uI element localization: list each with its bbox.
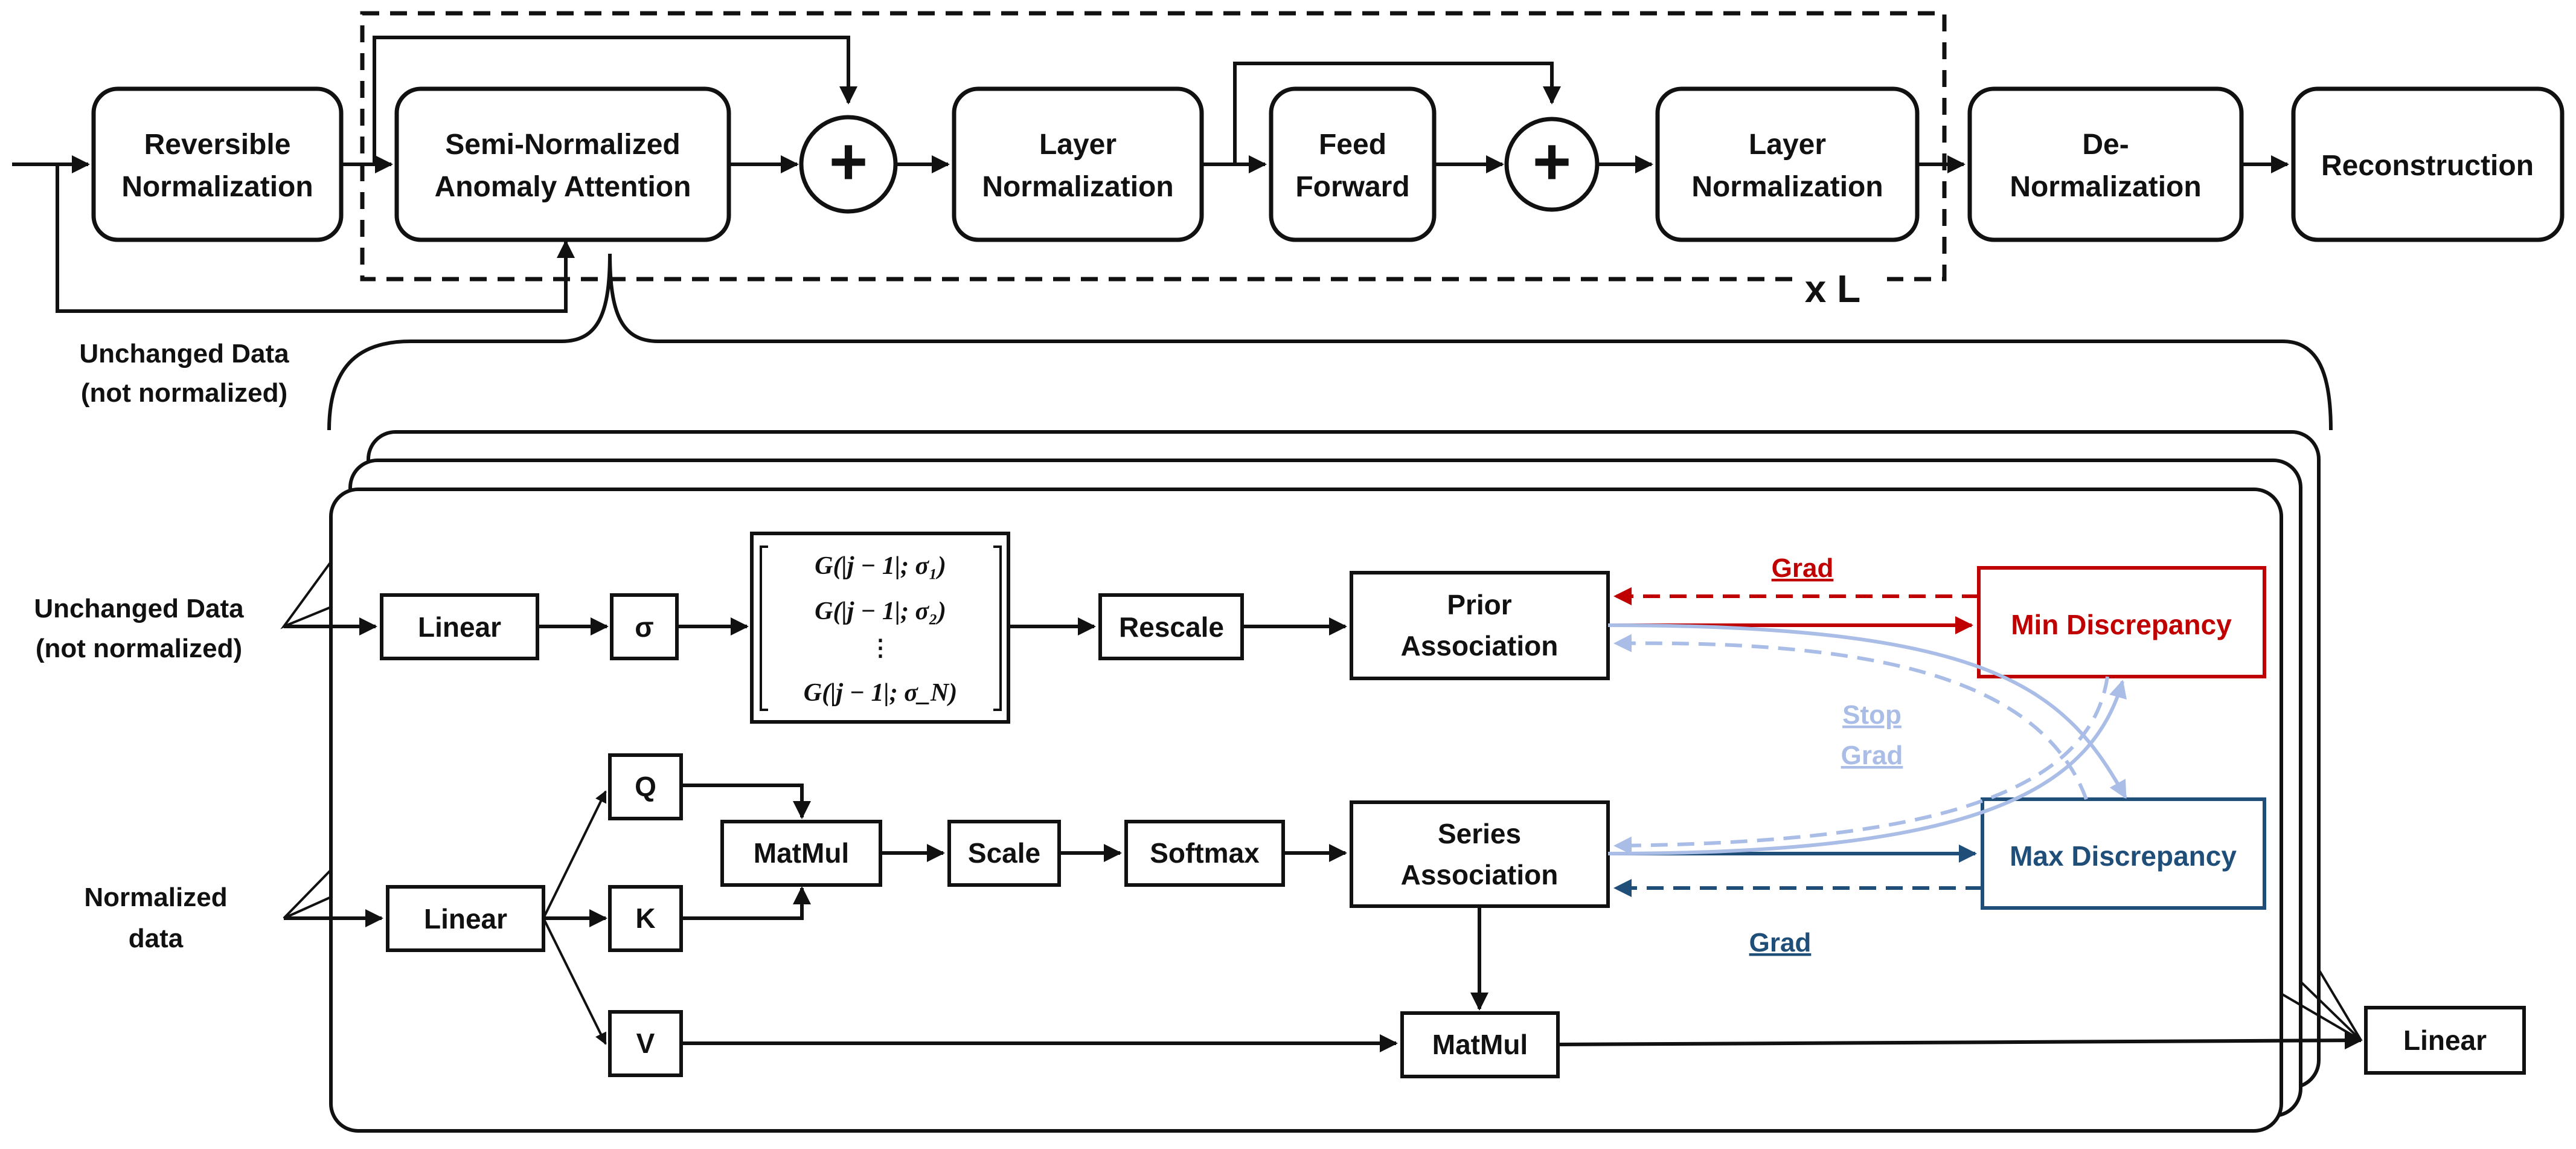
min-discrepancy-box	[1977, 566, 2266, 678]
top-pipeline: x L Reversible Normalization Semi-Normal…	[12, 11, 2565, 408]
unchanged-data-bypass-arrow	[56, 164, 575, 313]
unchanged-fan-in	[280, 561, 332, 629]
attention-line1: Semi-Normalized	[445, 129, 680, 161]
max-discrepancy-box	[1981, 797, 2266, 910]
encoder-repeat-frame	[360, 11, 1947, 282]
residual-arrow-2	[1233, 62, 1561, 164]
head-fan-out-2	[2299, 980, 2362, 1041]
series-association-line2: Association	[1401, 859, 1559, 890]
v-block	[608, 1010, 683, 1077]
repeat-label: x L	[1805, 267, 1860, 311]
grad-bottom-label: Grad	[1749, 928, 1812, 958]
attention-detail-panel: Unchanged Data (not normalized) Normaliz…	[34, 430, 2526, 1133]
add-node-2: +	[1504, 117, 1600, 212]
reversible-normalization-line2: Normalization	[121, 171, 313, 203]
feedforward-line1: Feed	[1319, 129, 1386, 161]
matrix-row-n: G(|j − 1|; σ_N)	[804, 679, 957, 707]
rescale-label: Rescale	[1119, 611, 1224, 643]
arrow-linear-to-q	[542, 790, 607, 919]
linear-top-label: Linear	[418, 611, 501, 643]
matrix-right-bracket	[993, 546, 1002, 711]
arrow-linear-to-v	[542, 918, 607, 1045]
reversible-normalization-line1: Reversible	[144, 129, 291, 161]
arrow-matmul2-to-linear-out	[1557, 1031, 2363, 1050]
semi-normalized-anomaly-attention-block: Semi-Normalized Anomaly Attention	[394, 86, 731, 242]
series-association-line1: Series	[1438, 818, 1521, 849]
stop-grad-line1: Stop	[1842, 700, 1902, 730]
residual-arrow-1	[373, 36, 857, 164]
normalized-fan-in	[283, 869, 332, 919]
linear-block-top	[380, 593, 539, 660]
denorm-line1: De-	[2082, 129, 2129, 161]
matrix-row-2: G(|j − 1|; σ₂)	[815, 597, 946, 625]
arrow-k-to-matmul	[681, 886, 811, 920]
detail-unchanged-data-line1: Unchanged Data	[34, 594, 244, 623]
top-unchanged-data-line2: (not normalized)	[81, 378, 287, 408]
denorm-line2: Normalization	[2010, 171, 2201, 203]
top-unchanged-data-line1: Unchanged Data	[79, 339, 289, 369]
feed-forward-block: Feed Forward	[1269, 86, 1437, 242]
scale-label: Scale	[968, 837, 1040, 869]
max-discrepancy-label: Max Discrepancy	[2010, 840, 2237, 872]
reconstruction-block: Reconstruction	[2291, 86, 2565, 242]
reconstruction-label: Reconstruction	[2321, 150, 2534, 182]
matmul-2-label: MatMul	[1432, 1029, 1528, 1060]
sigma-label: σ	[635, 611, 653, 643]
normalized-data-line1: Normalized	[84, 883, 227, 912]
stop-grad-arrow-to-prior	[1613, 634, 2088, 800]
layernorm2-line1: Layer	[1749, 129, 1826, 161]
matmul-1-label: MatMul	[754, 837, 849, 869]
min-discrepancy-label: Min Discrepancy	[2011, 609, 2232, 640]
matrix-row-1: G(|j − 1|; σ₁)	[815, 552, 946, 580]
matmul-block-2	[1400, 1011, 1560, 1078]
stop-grad-arrow-to-series	[1613, 676, 2109, 855]
reversible-normalization-block: Reversible Normalization	[91, 86, 344, 242]
arrow-prior-to-max	[1607, 623, 2127, 799]
linear-block-bottom	[386, 885, 545, 952]
stop-grad-line2: Grad	[1841, 741, 1903, 770]
arrow-series-to-min	[1607, 680, 2127, 855]
linear-out-label: Linear	[2403, 1025, 2487, 1056]
layer-normalization-block-2: Layer Normalization	[1655, 86, 1920, 242]
v-label: V	[636, 1028, 655, 1059]
prior-association-block	[1350, 571, 1610, 680]
head-fan-out-3	[2318, 968, 2362, 1041]
layernorm1-line2: Normalization	[982, 171, 1173, 203]
layernorm2-line2: Normalization	[1691, 171, 1883, 203]
grad-top-label: Grad	[1772, 553, 1834, 583]
add-symbol-2: +	[1533, 124, 1571, 199]
add-symbol-1: +	[829, 124, 868, 199]
linear-block-out	[2364, 1006, 2526, 1075]
prior-association-line1: Prior	[1447, 589, 1511, 620]
matrix-left-bracket	[760, 546, 768, 711]
k-block	[608, 885, 683, 952]
feedforward-line2: Forward	[1295, 171, 1409, 203]
normalized-data-line2: data	[129, 924, 184, 953]
k-label: K	[635, 903, 655, 934]
head-fan-out-1	[2280, 993, 2362, 1041]
q-label: Q	[635, 771, 656, 802]
arrow-q-to-matmul	[681, 784, 811, 819]
detail-unchanged-data-line2: (not normalized)	[36, 634, 242, 663]
add-node-1: +	[799, 115, 898, 214]
layernorm1-line1: Layer	[1039, 129, 1117, 161]
linear-bottom-label: Linear	[424, 903, 507, 935]
matrix-row-ellipsis: ⋮	[869, 636, 892, 661]
layer-normalization-block-1: Layer Normalization	[952, 86, 1204, 242]
de-normalization-block: De- Normalization	[1967, 86, 2244, 242]
gaussian-kernel-matrix: G(|j − 1|; σ₁) G(|j − 1|; σ₂) ⋮ G(|j − 1…	[750, 532, 1010, 724]
expansion-brace	[327, 253, 2333, 431]
series-association-block	[1350, 800, 1610, 908]
matmul-block-1	[720, 820, 882, 887]
attention-line2: Anomaly Attention	[435, 171, 691, 203]
softmax-label: Softmax	[1150, 837, 1260, 869]
prior-association-line2: Association	[1401, 630, 1559, 661]
